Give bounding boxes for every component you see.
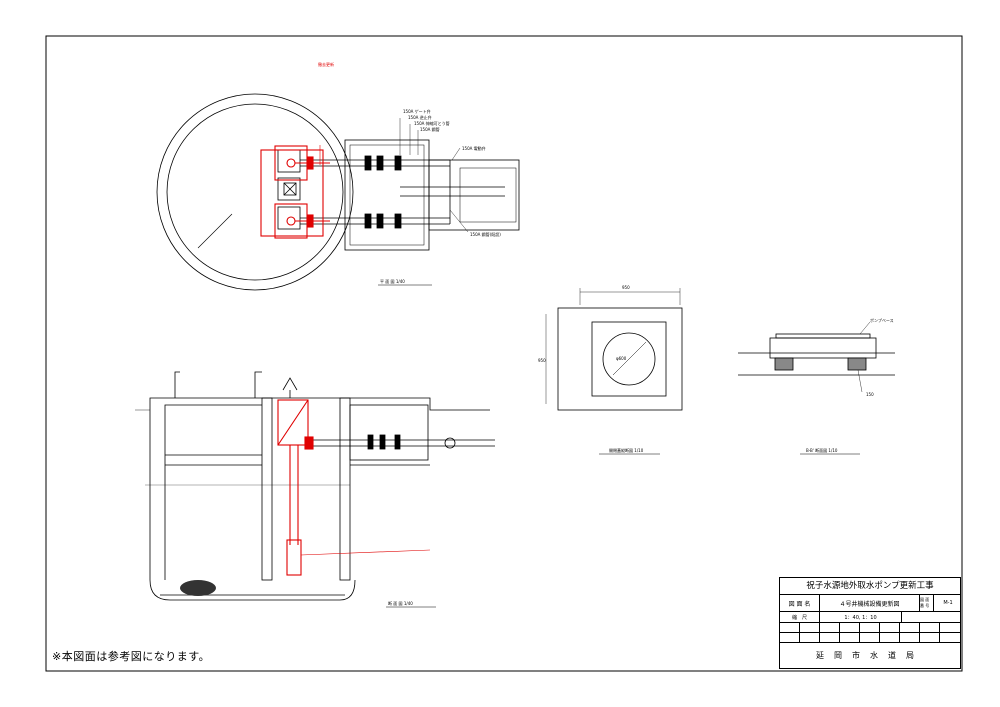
manhole-dim-top: 950 [622, 285, 630, 290]
approval-cell [840, 633, 860, 642]
approval-cell [820, 633, 840, 642]
manhole-dim-side: 950 [538, 358, 546, 363]
scale-blank [902, 612, 962, 622]
approval-cell [820, 623, 840, 632]
reference-note: ※本図面は参考図になります。 [52, 650, 211, 663]
scale-label: 縮 尺 [780, 612, 820, 622]
callout-1: 150A ゲート弁 [403, 108, 431, 114]
scale-row: 縮 尺 1：40, 1：10 [780, 612, 960, 623]
approval-cell [800, 633, 820, 642]
approval-cell [840, 623, 860, 632]
manhole-dim-diam: φ600 [616, 356, 627, 361]
drawing-no: M-1 [943, 600, 953, 606]
callout-5: 150A 電動弁 [462, 145, 486, 151]
drawing-name-row: 図 面 名 ４号井機械設備更新図 図 面 番 号 M-1 [780, 595, 960, 612]
detail-title: B-B' 断面図 1/10 [806, 447, 838, 453]
drawing-name-label: 図 面 名 [780, 595, 820, 611]
approval-cell [780, 633, 800, 642]
drawing-no-label: 図 面 番 号 [920, 595, 934, 611]
approval-row-1 [780, 623, 960, 633]
callout-3: 150A 伸縮可とう管 [414, 120, 450, 126]
manhole-detail [545, 288, 683, 411]
callout-2: 150A 逆止弁 [408, 114, 432, 120]
plan-red-note: 撤去更新 [318, 61, 334, 67]
scale-value: 1：40, 1：10 [820, 612, 902, 622]
bb-detail [738, 321, 895, 393]
sheet-border [45, 35, 963, 672]
callout-6: 150A 鋼管(既設) [470, 231, 501, 237]
manhole-title: 開閉蓋縦断図 1/10 [609, 447, 644, 453]
title-block: 祝子水源地外取水ポンプ更新工事 図 面 名 ４号井機械設備更新図 図 面 番 号… [779, 577, 961, 669]
approval-cell [780, 623, 800, 632]
section-title: 断 面 図 1/40 [388, 600, 413, 606]
detail-label-top: ポンプベース [870, 317, 894, 323]
plan-callouts: 150A ゲート弁 150A 逆止弁 150A 伸縮可とう管 150A 鋼管 1… [403, 108, 501, 237]
plan-view [156, 93, 520, 291]
plan-title: 平 面 図 1/40 [380, 279, 405, 284]
approval-cell [860, 633, 880, 642]
drawing-name: ４号井機械設備更新図 [820, 595, 920, 611]
project-title: 祝子水源地外取水ポンプ更新工事 [780, 578, 960, 595]
approval-cell [880, 633, 900, 642]
approval-cell [900, 633, 920, 642]
section-view [135, 371, 495, 601]
section-update-items [277, 399, 431, 576]
approval-cell [800, 623, 820, 632]
approval-cell [880, 623, 900, 632]
approval-cell [900, 623, 920, 632]
plan-update-items [260, 145, 330, 239]
detail-label-bottom: 150 [866, 392, 874, 397]
approval-cell [920, 633, 940, 642]
section-gravel [180, 580, 216, 596]
organization-name: 延岡市水道局 [816, 651, 924, 660]
approval-cell [860, 623, 880, 632]
callout-4: 150A 鋼管 [420, 126, 440, 132]
approval-cell [920, 623, 940, 632]
approval-row-2 [780, 633, 960, 643]
